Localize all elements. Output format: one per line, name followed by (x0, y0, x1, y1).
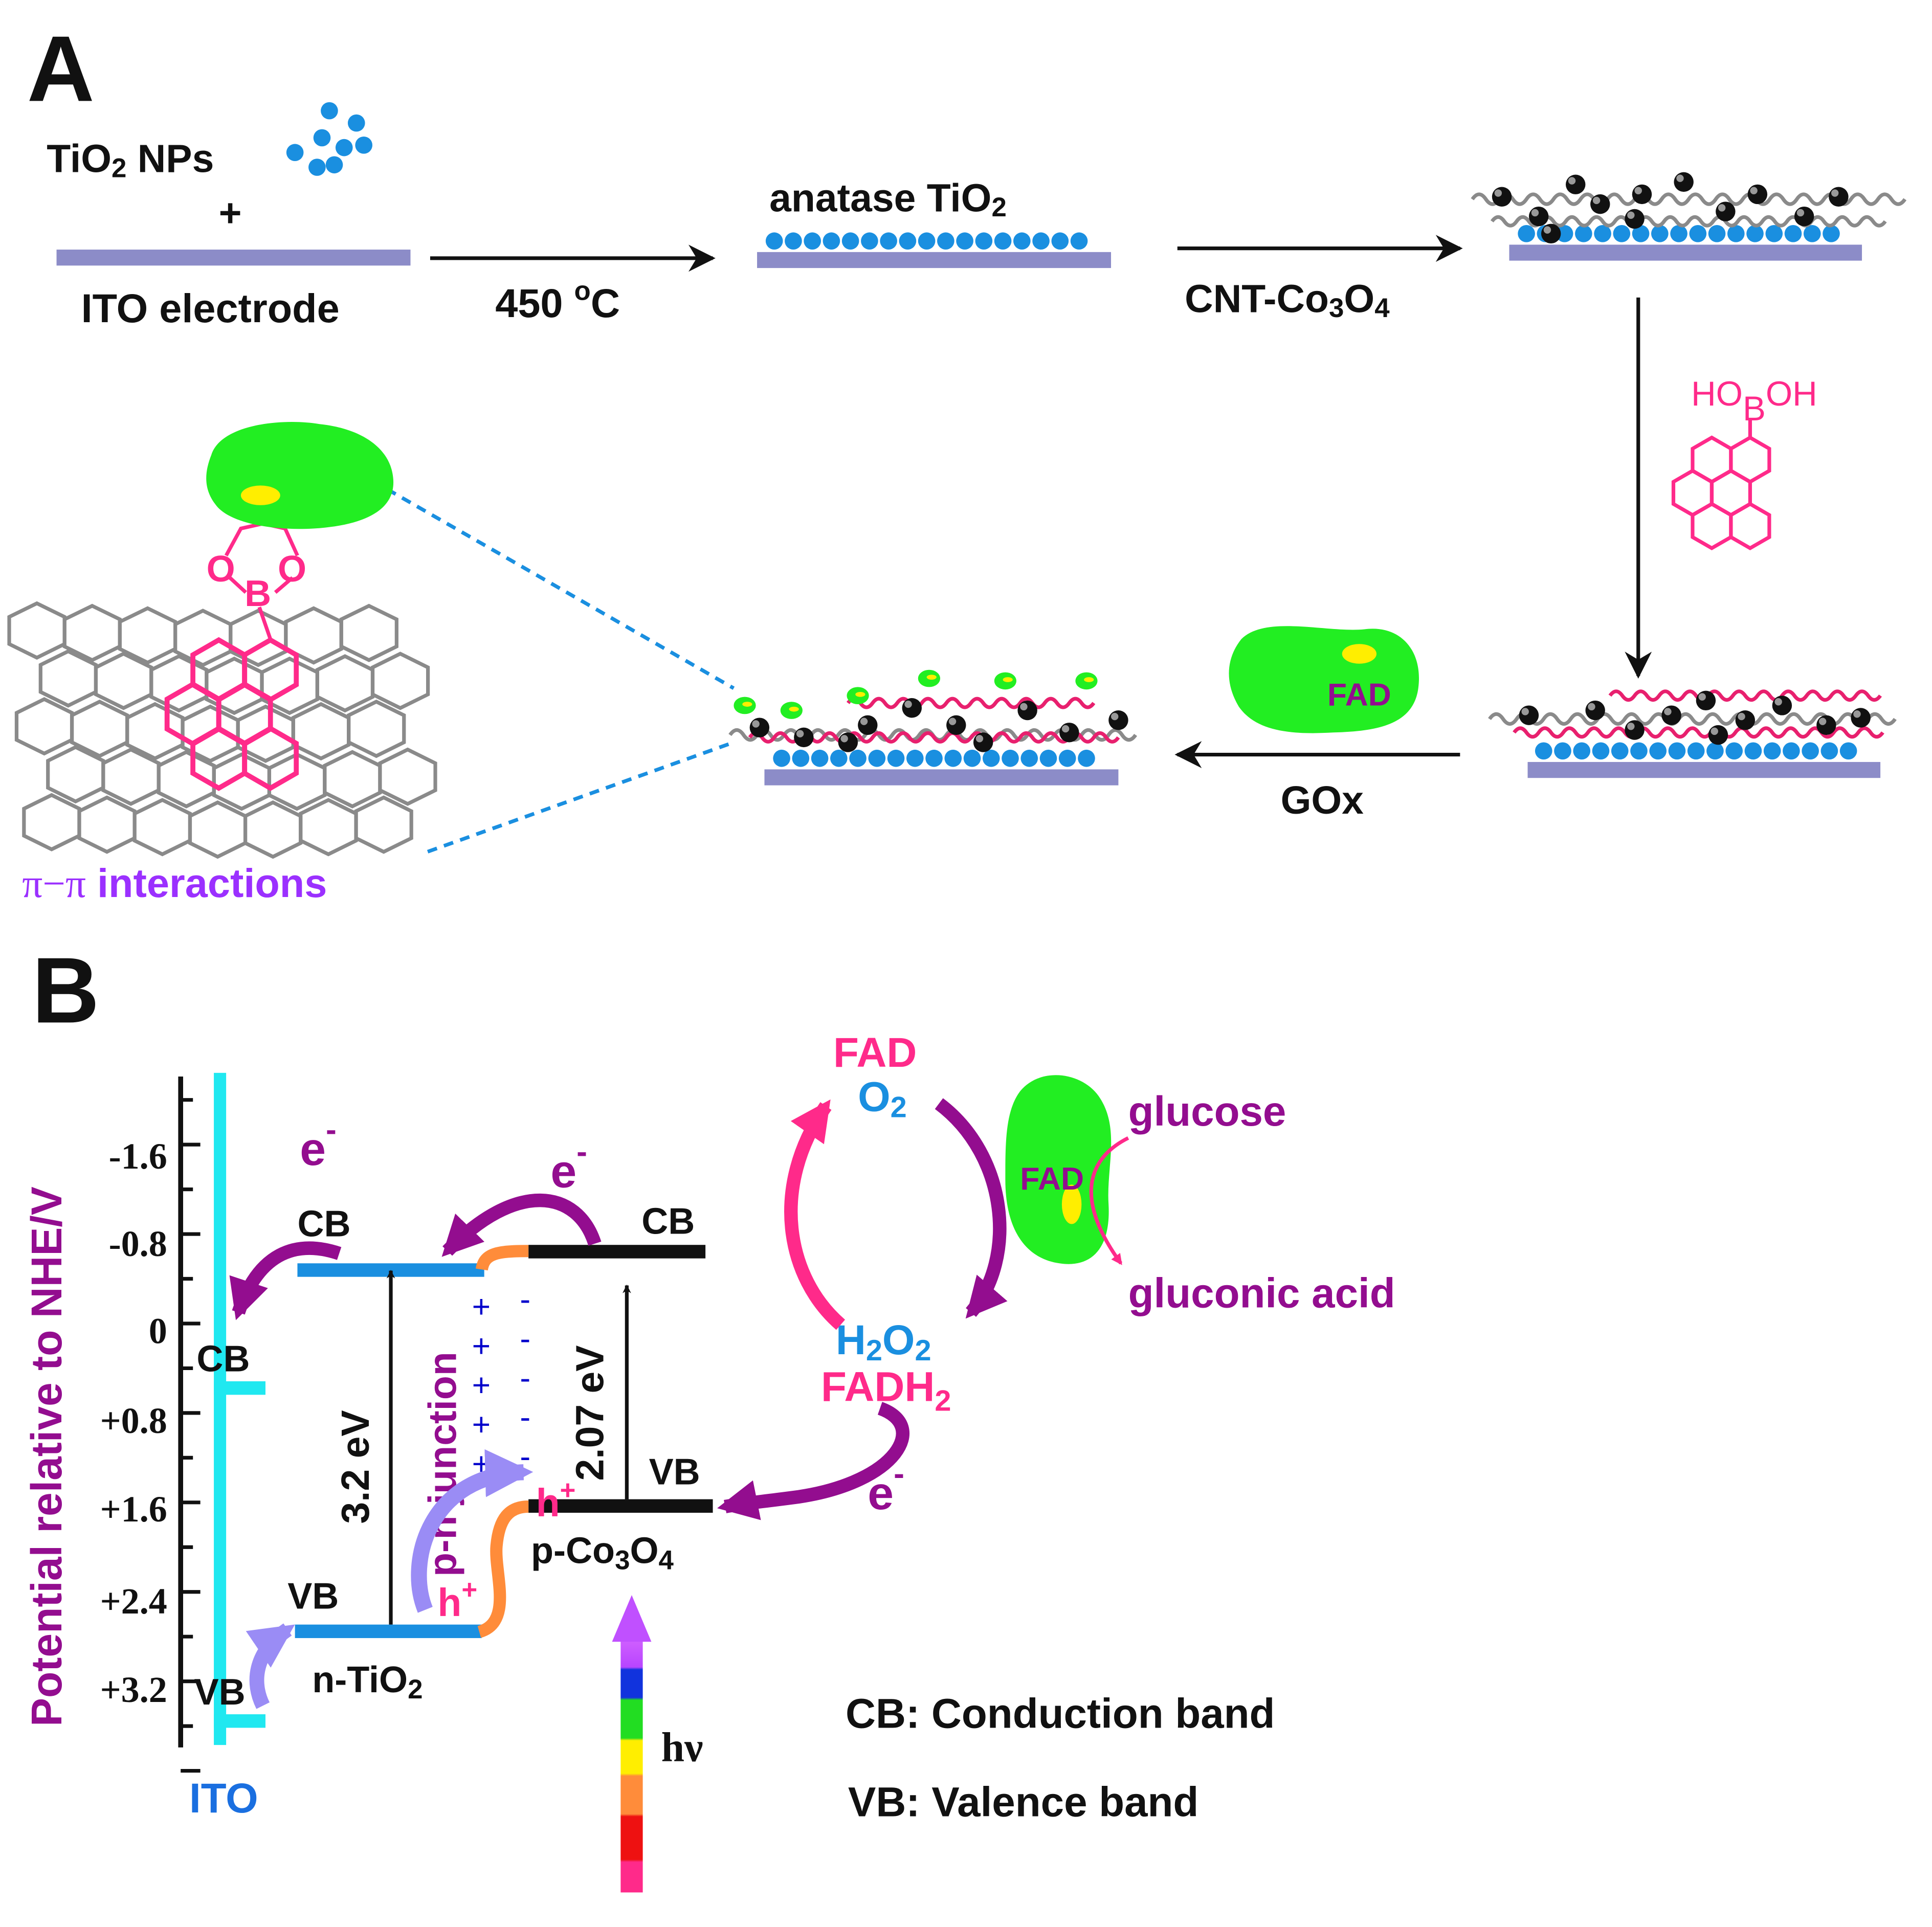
pyrene-modified-electrode (1488, 689, 1897, 778)
panel-b-label: B (32, 938, 99, 1042)
hole-label-junction: h+ (437, 1575, 477, 1625)
y-axis-label: Potential relative to NHE/V (23, 1186, 71, 1727)
hole-arrow-ito (246, 1623, 295, 1709)
step2-label: CNT-Co3O4 (1185, 277, 1390, 324)
tio2-vb-label: VB (287, 1576, 339, 1617)
gox-label: GOx (1281, 778, 1364, 822)
tio2-cb-label: CB (297, 1203, 350, 1244)
gox-zoom-enzyme (206, 422, 394, 529)
electron-label-co3o4: e- (550, 1134, 587, 1197)
co3o4-cb-line (528, 1245, 706, 1259)
gox-modified-electrode (728, 669, 1138, 786)
step1-temperature: 450 oC (495, 276, 620, 326)
electron-label-ito: e- (300, 1112, 337, 1175)
co3o4-vb-label: VB (649, 1452, 700, 1493)
gox-enzyme: FAD (1229, 626, 1419, 733)
junction-connector-vb (477, 1500, 529, 1638)
svg-text:-: - (520, 1360, 530, 1396)
svg-text:+: + (472, 1289, 491, 1325)
tick-label-pos-3-2: +3.2 (100, 1669, 167, 1710)
legend-vb: VB: Valence band (848, 1779, 1199, 1825)
ito-electrode-bar (56, 250, 411, 266)
electron-arrow-to-tio2 (441, 1194, 602, 1257)
boronate-ester: O O B (207, 522, 306, 614)
svg-text:+: + (472, 1328, 491, 1364)
cnt-co3o4-electrode (1471, 172, 1907, 261)
ester-b: B (245, 573, 271, 614)
legend-cb: CB: Conduction band (846, 1690, 1275, 1737)
co3o4-gap-label: 2.07 eV (568, 1346, 612, 1481)
svg-text:-: - (520, 1399, 530, 1435)
glucose-conversion-arrow (1089, 1136, 1129, 1265)
electron-arrow-to-ito (229, 1241, 342, 1320)
ito-cb-label: CB (196, 1339, 250, 1380)
glucose-label: glucose (1128, 1088, 1286, 1135)
ester-o-right: O (278, 549, 306, 590)
hole-label-vb: h+ (536, 1475, 576, 1526)
tio2-vb-line (295, 1624, 482, 1639)
co3o4-cb-label: CB (641, 1201, 695, 1242)
svg-text:+: + (472, 1407, 491, 1443)
co3o4-vb-line (528, 1499, 713, 1513)
panel-a: A TiO2 NPs + ITO electrode 450 oC anatas… (7, 16, 1907, 906)
gox-fad-label: FAD (1327, 677, 1391, 712)
tio2-name: n-TiO2 (312, 1660, 423, 1705)
hole-arrow-junction (411, 1449, 534, 1613)
panel-a-label: A (27, 16, 95, 121)
tick-label-neg-1-6: -1.6 (109, 1136, 167, 1177)
enzyme-fad-label: FAD (1020, 1161, 1084, 1197)
junction-connector-cb (475, 1245, 529, 1271)
tick-label-pos-0-8: +0.8 (100, 1400, 167, 1441)
cycle-arrow-oxidation (784, 1099, 846, 1330)
svg-text:-: - (520, 1320, 530, 1356)
pyrene-on-cnt (167, 607, 297, 788)
fadh2-label: FADH2 (821, 1363, 951, 1417)
zoom-line-top (386, 487, 735, 690)
plus-sign: + (219, 191, 242, 235)
y-axis-ticks (181, 1098, 201, 1773)
tick-label-pos-1-6: +1.6 (100, 1489, 167, 1530)
tio2-nps-label: TiO2 NPs (47, 137, 214, 184)
tick-label-pos-2-4: +2.4 (100, 1581, 167, 1622)
ester-o-left: O (207, 549, 235, 590)
gox-enzyme-cycle: FAD (1005, 1075, 1129, 1265)
svg-text:-: - (520, 1282, 530, 1317)
anatase-label: anatase TiO2 (769, 176, 1007, 223)
junction-charges: + + + + + - - - - - (472, 1282, 531, 1482)
cycle-arrow-reduction (935, 1098, 1008, 1319)
anatase-layer (757, 232, 1112, 268)
hv-label: hν (661, 1723, 703, 1770)
h2o2-label: H2O2 (836, 1317, 931, 1367)
panel-b: B Potential relative to NHE/V -1.6 -0.8 … (23, 938, 1395, 1893)
ito-band (214, 1072, 265, 1745)
tick-label-neg-0-8: -0.8 (109, 1223, 167, 1264)
ito-label: ITO (189, 1775, 258, 1822)
nanotube-zoom: O O B (7, 422, 437, 859)
o2-label: O2 (858, 1073, 907, 1124)
co3o4-name: p-Co3O4 (531, 1531, 674, 1576)
y-axis-tick-labels: -1.6 -0.8 0 +0.8 +1.6 +2.4 +3.2 (100, 1136, 167, 1710)
fad-label: FAD (833, 1029, 917, 1076)
tick-label-0: 0 (149, 1310, 167, 1351)
light-spectrum-arrow (612, 1595, 652, 1893)
pyrene-boronic-acid: HOBOH (1654, 375, 1817, 548)
zoom-line-bottom (427, 741, 735, 854)
ito-electrode-label: ITO electrode (81, 285, 340, 331)
svg-text:+: + (472, 1368, 491, 1403)
tio2-nanoparticles (286, 102, 373, 176)
gluconic-acid-label: gluconic acid (1128, 1270, 1395, 1317)
electron-label-fadh2: e- (868, 1456, 904, 1519)
pi-pi-interactions-label: π−π interactions (22, 860, 327, 906)
tio2-gap-label: 3.2 eV (334, 1410, 377, 1523)
ito-vb-label: VB (194, 1672, 246, 1713)
boronic-acid-label: HOBOH (1691, 375, 1817, 428)
electron-arrow-from-fadh2 (717, 1402, 909, 1520)
